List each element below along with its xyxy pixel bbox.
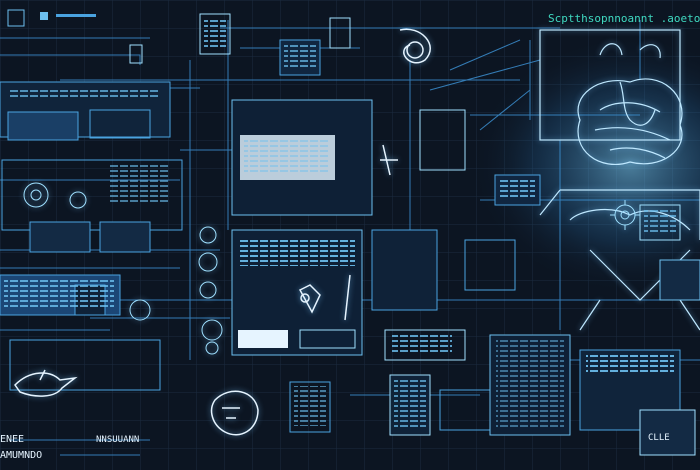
panel-label-right: CLLE: [648, 433, 670, 443]
robot-icon: [298, 28, 431, 321]
bottom-left-line1: ENEE: [0, 434, 24, 445]
bottom-panels: [289, 334, 696, 456]
bottom-left-line2: AMUMNDO: [0, 450, 42, 461]
gear-icon: [610, 200, 640, 230]
right-side-panels: [464, 174, 700, 301]
bottom-mid-label: NNSUUANN: [96, 435, 139, 445]
left-panel-row-bars: [10, 90, 160, 100]
brain-icon: [539, 29, 700, 331]
brain-glow: [470, 35, 700, 295]
dial-icon: [23, 182, 223, 355]
face-icon: [210, 390, 259, 436]
center-doc-panels: [231, 99, 466, 361]
top-left-header: [7, 9, 143, 64]
center-top-panel: [199, 13, 351, 76]
bird-icon: [14, 369, 78, 397]
left-panel-row-bars-2: [4, 280, 114, 310]
title-text: Scptthsopnnoannt .aoetoat: [548, 12, 700, 25]
left-panel-row-bars-3: [110, 165, 170, 205]
